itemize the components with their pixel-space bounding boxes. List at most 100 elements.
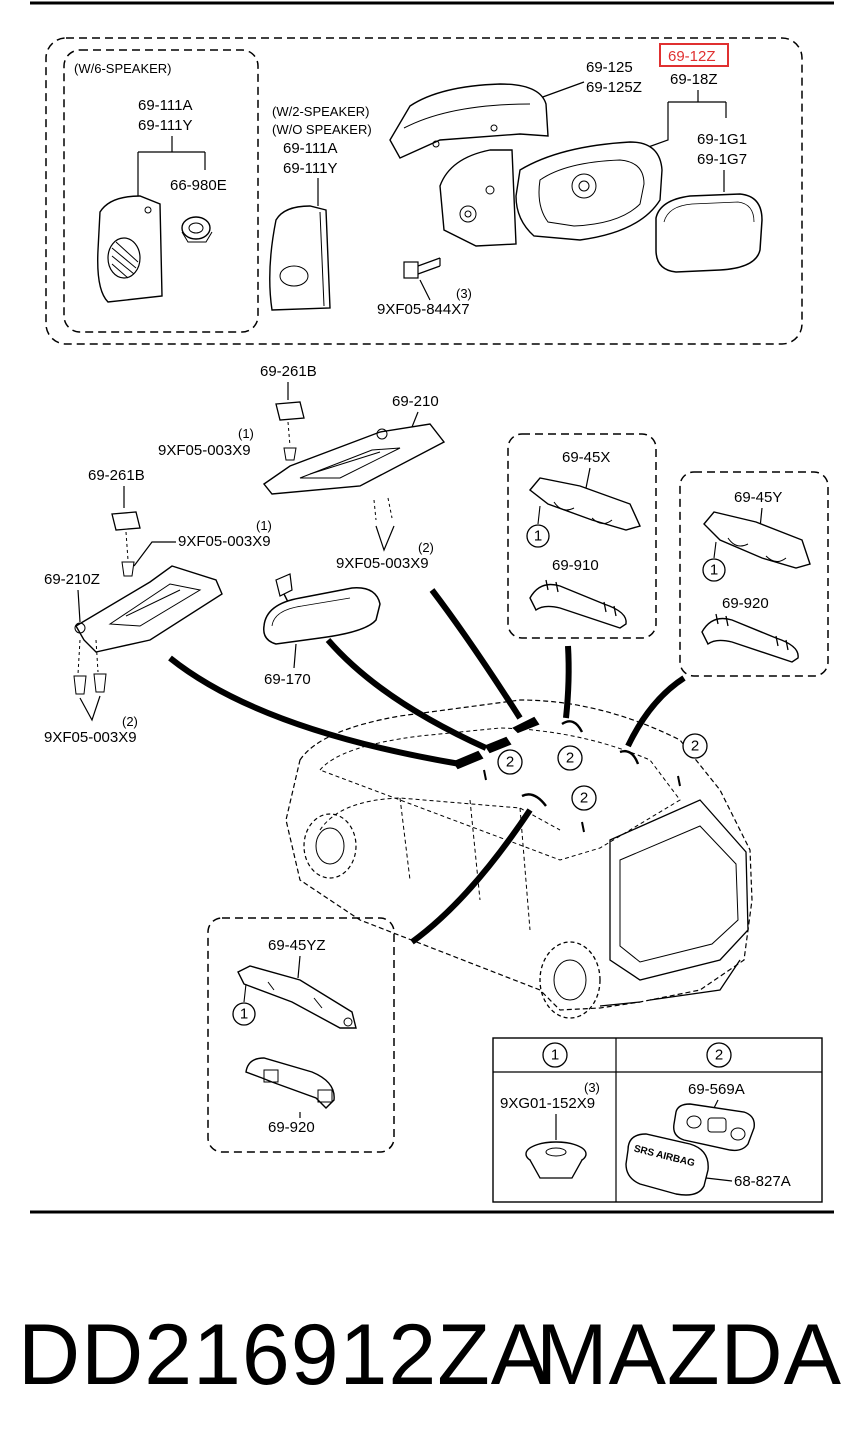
label-69-45YZ: 69-45YZ — [268, 937, 326, 954]
circle-marker-c11-text: 1 — [710, 562, 718, 579]
label-69-125Z: 69-125Z — [586, 79, 642, 96]
legend-table — [492, 1037, 823, 1203]
label-69-45X: 69-45X — [562, 449, 610, 466]
circle-marker-c1 — [526, 524, 550, 548]
footer: DD216912ZA MAZDA — [0, 1300, 864, 1410]
handle-920-a-drawing — [701, 613, 799, 663]
circle-marker-c8-text: 2 — [580, 790, 588, 807]
circle-marker-c2-text: 2 — [506, 754, 514, 771]
room-mirror-drawing — [263, 573, 381, 645]
label-69-920-a: 69-920 — [722, 595, 769, 612]
mirror-cap-drawing — [389, 83, 549, 159]
circle-marker-c8 — [571, 785, 597, 811]
label-69-18Z: 69-18Z — [670, 71, 718, 88]
leader-c3 — [243, 983, 247, 1003]
circle-marker-c7-text: 2 — [691, 738, 699, 755]
label-qty3-b: (3) — [584, 1080, 600, 1095]
leader-9XF05-003X9-c — [375, 525, 395, 552]
label-69-45Y: 69-45Y — [734, 489, 782, 506]
leader-c1 — [537, 505, 541, 525]
leader-c11 — [713, 541, 717, 559]
label-9XF05-003X9-c: 9XF05-003X9 — [336, 555, 429, 572]
circle-marker-c1-text: 1 — [534, 528, 542, 545]
label-qty3-a: (3) — [456, 286, 472, 301]
label-qty1-a: (1) — [238, 426, 254, 441]
bracket-45Y-drawing — [703, 511, 811, 569]
leader-bolt — [419, 279, 431, 301]
label-69-261B-a: 69-261B — [260, 363, 317, 380]
leader-9XF05-003X9-d — [79, 695, 101, 722]
label-qty2-c: (2) — [418, 540, 434, 555]
leader-68-827A — [705, 1177, 733, 1182]
visor-holder-a-drawing — [275, 401, 305, 461]
mirror-panel — [45, 37, 803, 345]
handle-45X-panel — [507, 433, 657, 639]
label-69-1G1: 69-1G1 — [697, 131, 747, 148]
circle-marker-c3-text: 1 — [240, 1006, 248, 1023]
speaker6-panel — [63, 49, 259, 333]
label-66-980E: 66-980E — [170, 177, 227, 194]
tweeter-drawing — [181, 216, 213, 243]
label-9XF05-003X9-a: 9XF05-003X9 — [158, 442, 251, 459]
mirror-glass-drawing — [655, 193, 763, 273]
bolt-drawing — [403, 257, 441, 279]
label-69-111Y-b: 69-111Y — [283, 160, 338, 177]
circle-marker-c4-text: 1 — [551, 1047, 559, 1064]
label-69-210: 69-210 — [392, 393, 439, 410]
speaker2-title-b: (W/O SPEAKER) — [272, 122, 372, 137]
label-69-170: 69-170 — [264, 671, 311, 688]
speaker6-title: (W/6-SPEAKER) — [74, 61, 172, 76]
circle-marker-c2 — [497, 749, 523, 775]
label-69-210Z: 69-210Z — [44, 571, 100, 588]
label-qty1-b: (1) — [256, 518, 272, 533]
leader-69-569A — [713, 1099, 719, 1109]
handle-45Y-panel — [679, 471, 829, 677]
visor-holder-b-drawing — [111, 511, 141, 577]
label-69-569A: 69-569A — [688, 1081, 745, 1098]
leader-69-170 — [293, 643, 297, 669]
circle-marker-c11 — [702, 558, 726, 582]
sun-visor-passenger-drawing — [73, 565, 223, 695]
indicator-panel-drawing — [673, 1103, 755, 1152]
leader-9XF05-003X9-b — [133, 541, 176, 567]
label-69-1G7: 69-1G7 — [697, 151, 747, 168]
label-69-910: 69-910 — [552, 557, 599, 574]
clip-drawing — [525, 1141, 587, 1179]
leader-69-18Z — [639, 90, 727, 151]
circle-marker-c6-text: 2 — [566, 750, 574, 767]
label-68-827A: 68-827A — [734, 1173, 791, 1190]
label-69-125: 69-125 — [586, 59, 633, 76]
mirror-housing-drawing — [515, 141, 663, 241]
speaker2-title-a: (W/2-SPEAKER) — [272, 104, 370, 119]
speaker-cover-6-drawing — [97, 195, 163, 303]
vehicle-drawing — [285, 699, 753, 1019]
mirror-base-drawing — [439, 149, 517, 247]
circle-marker-c3 — [232, 1002, 256, 1026]
circle-marker-c7 — [682, 733, 708, 759]
bracket-45X-drawing — [528, 477, 641, 531]
brand-name: MAZDA — [536, 1307, 842, 1403]
label-69-12Z: 69-12Z — [668, 48, 716, 65]
speaker-cover-2-drawing — [269, 205, 331, 311]
circle-marker-c12 — [706, 1042, 732, 1068]
leader-speaker6 — [137, 136, 206, 196]
part-number: DD216912ZA — [18, 1307, 550, 1403]
label-69-111A-a: 69-111A — [138, 97, 193, 114]
label-9XF05-003X9-b: 9XF05-003X9 — [178, 533, 271, 550]
label-9XG01-152X9: 9XG01-152X9 — [500, 1095, 595, 1112]
highlight-69-12Z — [659, 43, 729, 67]
airbag-label-drawing — [625, 1133, 709, 1196]
label-69-111Y-a: 69-111Y — [138, 117, 193, 134]
pointer-lines — [168, 588, 686, 945]
label-69-111A-b: 69-111A — [283, 140, 338, 157]
label-9XF05-003X9-d: 9XF05-003X9 — [44, 729, 137, 746]
label-9XF05-844X7: 9XF05-844X7 — [377, 301, 470, 318]
circle-marker-c12-text: 2 — [715, 1047, 723, 1064]
sun-visor-driver-drawing — [262, 423, 446, 521]
handle-920-b-drawing — [245, 1057, 335, 1109]
label-qty2-d: (2) — [122, 714, 138, 729]
circle-marker-c4 — [542, 1042, 568, 1068]
bracket-45YZ-drawing — [237, 965, 357, 1029]
leader-69-45X — [585, 467, 591, 489]
